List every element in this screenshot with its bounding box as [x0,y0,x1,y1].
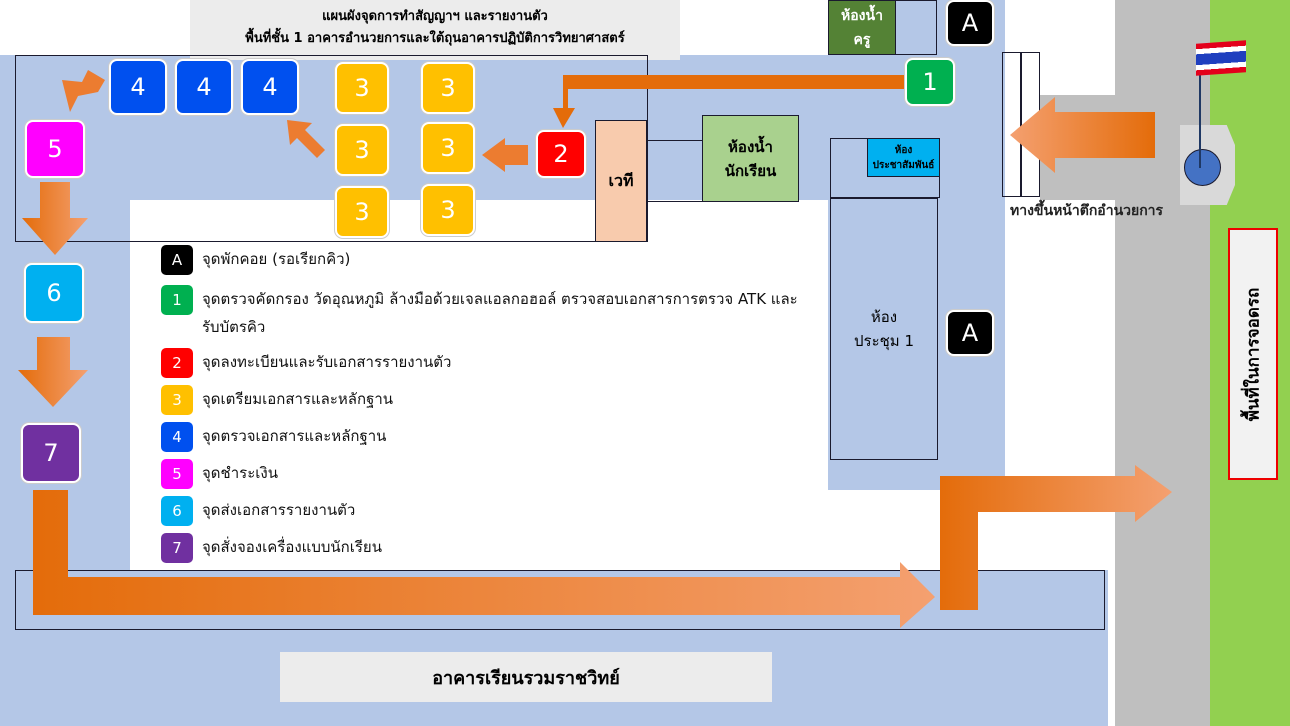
student-toilet: ห้องน้ำ นักเรียน [702,115,799,202]
point-3: 3 [421,62,475,114]
meeting-room-1: ห้อง ประชุม 1 [830,198,938,460]
bottom-corridor [15,570,1105,630]
arrow-1-to-2 [553,75,905,128]
point-7: 7 [21,423,81,483]
legend-text-2: จุดลงทะเบียนและรับเอกสารรายงานตัว [202,353,452,371]
point-3: 3 [335,62,389,114]
pr-room: ห้อง ประชาสัมพันธ์ [867,138,940,177]
legend-text-5: จุดชำระเงิน [202,464,278,482]
point-3: 3 [335,186,389,238]
teacher-toilet: ห้องน้ำ ครู [828,0,896,55]
flagpole [1199,45,1201,168]
entry-arrow [1010,97,1155,173]
point-3: 3 [421,184,475,236]
legend-text-3: จุดเตรียมเอกสารและหลักฐาน [202,390,394,408]
stage-connector [647,140,702,202]
title-line2: พื้นที่ชั้น 1 อาคารอำนวยการและใต้ถุนอาคา… [245,31,625,46]
entrance-stairs-left [1002,52,1022,197]
point-5: 5 [25,120,85,178]
legend-key-3: 3 [161,385,193,415]
legend-text-1: จุดตรวจคัดกรอง วัดอุณหภูมิ ล้างมือด้วยเจ… [202,290,798,336]
legend-text-6: จุดส่งเอกสารรายงานตัว [202,501,356,519]
point-a-meeting: A [946,310,994,356]
legend-key-6: 6 [161,496,193,526]
point-2: 2 [536,130,586,178]
title-line1: แผนผังจุดการทำสัญญาฯ และรายงานตัว [322,9,548,24]
arrow-5-to-6 [22,182,88,255]
legend-key-1: 1 [161,285,193,315]
exit-arrow [940,465,1172,610]
title-box: แผนผังจุดการทำสัญญาฯ และรายงานตัว พื้นที… [190,0,680,60]
stage: เวที [595,120,647,242]
arrow-3-to-4 [287,120,325,158]
legend-key-a: A [161,245,193,275]
legend-text-4: จุดตรวจเอกสารและหลักฐาน [202,427,387,445]
legend-key-4: 4 [161,422,193,452]
parking-sign: พื้นที่ในการจอดรถ [1228,228,1278,480]
point-4: 4 [241,59,299,115]
point-3: 3 [335,124,389,176]
point-3: 3 [421,122,475,174]
legend-key-5: 5 [161,459,193,489]
arrow-2-to-3 [482,138,528,172]
arrow-7-to-exit [33,490,935,628]
point-a-top: A [946,0,994,46]
bottom-building-label: อาคารเรียนรวมราชวิทย์ [280,652,772,702]
hall-outline [15,55,648,242]
legend-text-a: จุดพักคอย (รอเรียกคิว) [202,250,351,268]
entrance-label: ทางขึ้นหน้าตึกอำนวยการ [1010,203,1164,219]
legend-key-2: 2 [161,348,193,378]
legend-key-7: 7 [161,533,193,563]
point-4: 4 [175,59,233,115]
teacher-toilet-annex [895,0,937,55]
legend-text-7: จุดสั่งจองเครื่องแบบนักเรียน [202,538,382,556]
point-6: 6 [24,263,84,323]
point-4: 4 [109,59,167,115]
arrow-6-to-7 [18,337,88,407]
point-1: 1 [905,58,955,106]
arrow-4-to-5 [62,70,105,112]
flagpole-base-icon [1184,149,1221,186]
